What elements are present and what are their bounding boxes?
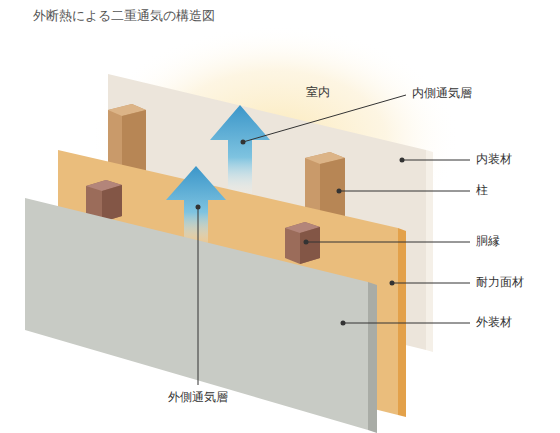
diagram-title: 外断熱による二重通気の構造図 [33, 7, 215, 25]
exterior-panel-edge [368, 282, 377, 433]
interior-panel-edge [426, 150, 433, 352]
room-label: 室内 [306, 85, 330, 99]
air-flow-arrow [210, 105, 270, 200]
part-label: 柱 [476, 183, 488, 197]
part-label: 耐力面材 [476, 275, 524, 289]
part-label: 外側通気層 [168, 390, 228, 404]
furring-strip [285, 222, 320, 264]
leader-lines [198, 95, 470, 385]
leader-dots [196, 140, 405, 326]
part-label: 外装材 [476, 315, 512, 329]
exterior-panel [25, 198, 368, 430]
part-label: 内装材 [476, 152, 512, 166]
part-label: 胴縁 [476, 234, 500, 248]
part-label: 内側通気層 [412, 86, 472, 100]
